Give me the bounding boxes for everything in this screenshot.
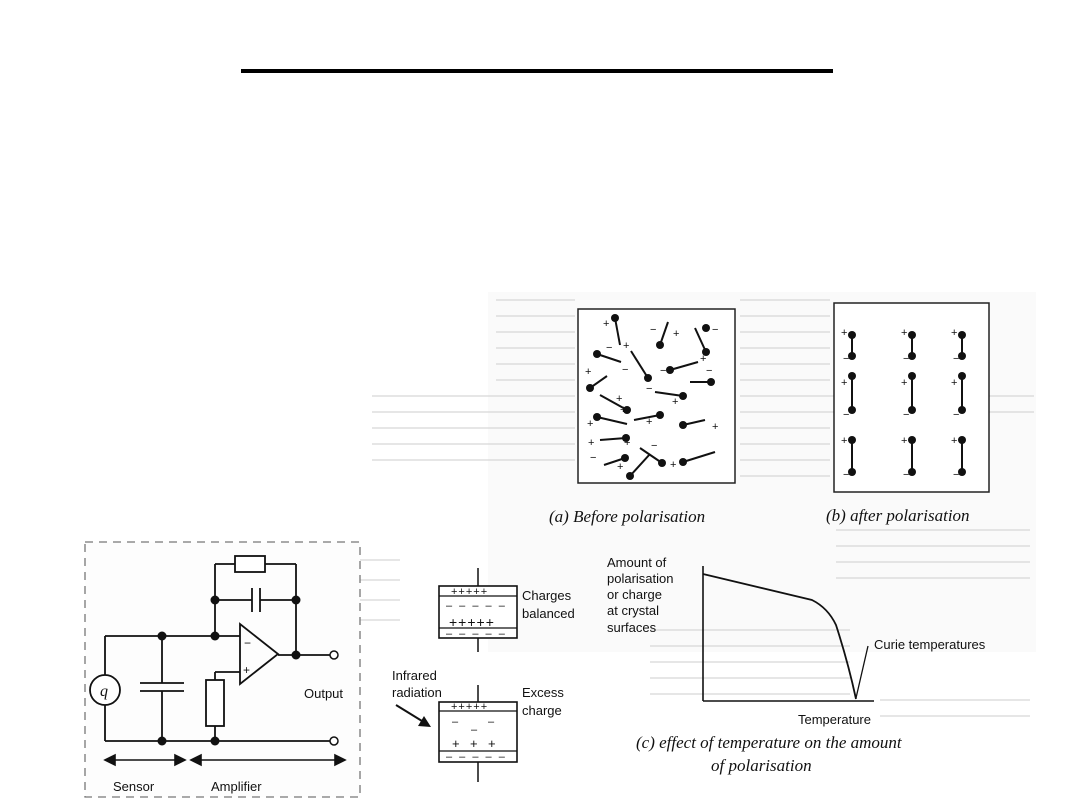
svg-text:−: − [903,353,909,365]
output-label: Output [304,686,343,701]
svg-text:+: + [672,396,678,408]
svg-text:−: − [590,452,596,464]
infrared-label: Infrared radiation [392,668,442,700]
after-polarisation-panel: + + + − − − + + + − − − + + + − − − (b) after polari… [826,302,990,525]
svg-text:−: − [244,636,251,650]
svg-text:+: + [488,736,496,751]
svg-text:+: + [603,318,609,330]
temperature-polarisation-graph: Amount of polarisation or charge at crys… [607,555,986,775]
svg-text:+: + [841,327,847,339]
curie-label: Curie temperatures [874,637,986,652]
svg-text:– – – – –: – – – – – [446,600,507,612]
aligned-signs: + + + − − − + + + − − − + + + − − − [841,327,959,481]
circuit-nodes [157,595,301,746]
svg-text:+: + [243,663,250,677]
svg-text:+: + [951,327,957,339]
before-polarisation-panel: +−+ −−+ ++− −−+ +−+ +++ ++− ++− (a) Befo… [549,308,736,526]
amplifier-label: Amplifier [211,779,262,794]
svg-text:+: + [951,377,957,389]
svg-text:+: + [588,437,594,449]
svg-text:−: − [843,353,849,365]
svg-text:+: + [624,437,630,449]
svg-text:– – – – –: – – – – – [446,628,507,640]
svg-text:+: + [712,421,718,433]
svg-text:+: + [673,328,679,340]
svg-text:+: + [623,340,629,352]
sensor-amplifier-circuit: − + q Output Sensor Amplifier [84,541,361,798]
excess-charge-crystal [438,701,518,763]
svg-text:−: − [843,409,849,421]
svg-text:+: + [620,404,626,416]
graph-caption: (c) effect of temperature on the amount … [636,733,906,775]
svg-text:+: + [841,377,847,389]
charges-balanced-label: Charges balanced [522,588,575,621]
svg-text:+++++: +++++ [449,614,495,630]
sensor-label: Sensor [113,779,155,794]
svg-text:+++++: +++++ [451,586,488,598]
svg-text:−: − [903,409,909,421]
svg-text:+: + [617,461,623,473]
charge-source-symbol [89,674,121,706]
polarisation-curve [702,573,857,700]
output-terminal-top [329,650,339,660]
svg-text:−: − [706,365,712,377]
svg-text:+: + [646,416,652,428]
before-polarisation-caption: (a) Before polarisation [549,507,705,526]
svg-text:+: + [452,736,460,751]
graph-y-label: Amount of polarisation or charge at crys… [607,555,677,635]
curie-pointer [855,645,869,699]
svg-text:+: + [901,327,907,339]
svg-text:–: – [471,724,478,736]
svg-text:+: + [616,393,622,405]
dipole-dots [586,314,715,480]
svg-text:+++++: +++++ [451,701,488,713]
span-arrows [103,753,347,767]
svg-text:−: − [903,469,909,481]
input-resistor [205,679,225,727]
svg-text:+: + [585,366,591,378]
svg-text:−: − [622,364,628,376]
infrared-arrow-shaft [395,704,423,722]
svg-text:−: − [712,324,718,336]
balanced-crystal [438,585,518,639]
svg-text:+: + [587,418,593,430]
graph-x-label: Temperature [798,712,871,727]
svg-text:+: + [470,736,478,751]
svg-text:−: − [660,365,666,377]
svg-text:−: − [953,353,959,365]
output-terminal-bottom [329,736,339,746]
crystal-charge-diagram: +++++ – – – – – +++++ – – – – – +++++ ––… [392,568,575,782]
circuit-dashed-frame [84,541,361,798]
excess-charge-label: Excess charge [522,685,568,718]
svg-text:−: − [606,342,612,354]
infrared-arrow-head [418,716,431,727]
svg-text:–: – [452,716,459,728]
svg-text:– – – – –: – – – – – [446,751,507,763]
svg-text:+: + [951,435,957,447]
charge-source-label: q [100,683,108,700]
svg-text:−: − [646,383,652,395]
svg-text:−: − [651,440,657,452]
svg-text:−: − [953,409,959,421]
svg-text:+: + [901,435,907,447]
after-polarisation-caption: (b) after polarisation [826,506,970,525]
svg-text:+: + [700,353,706,365]
dipole-signs: +−+ −−+ ++− −−+ +−+ +++ ++− ++− [585,318,718,473]
svg-text:–: – [488,716,495,728]
feedback-resistor [234,555,266,573]
svg-text:−: − [650,324,656,336]
svg-text:+: + [901,377,907,389]
svg-text:−: − [953,469,959,481]
aligned-dots [848,331,966,476]
svg-text:+: + [670,459,676,471]
svg-text:−: − [843,469,849,481]
svg-text:+: + [841,435,847,447]
